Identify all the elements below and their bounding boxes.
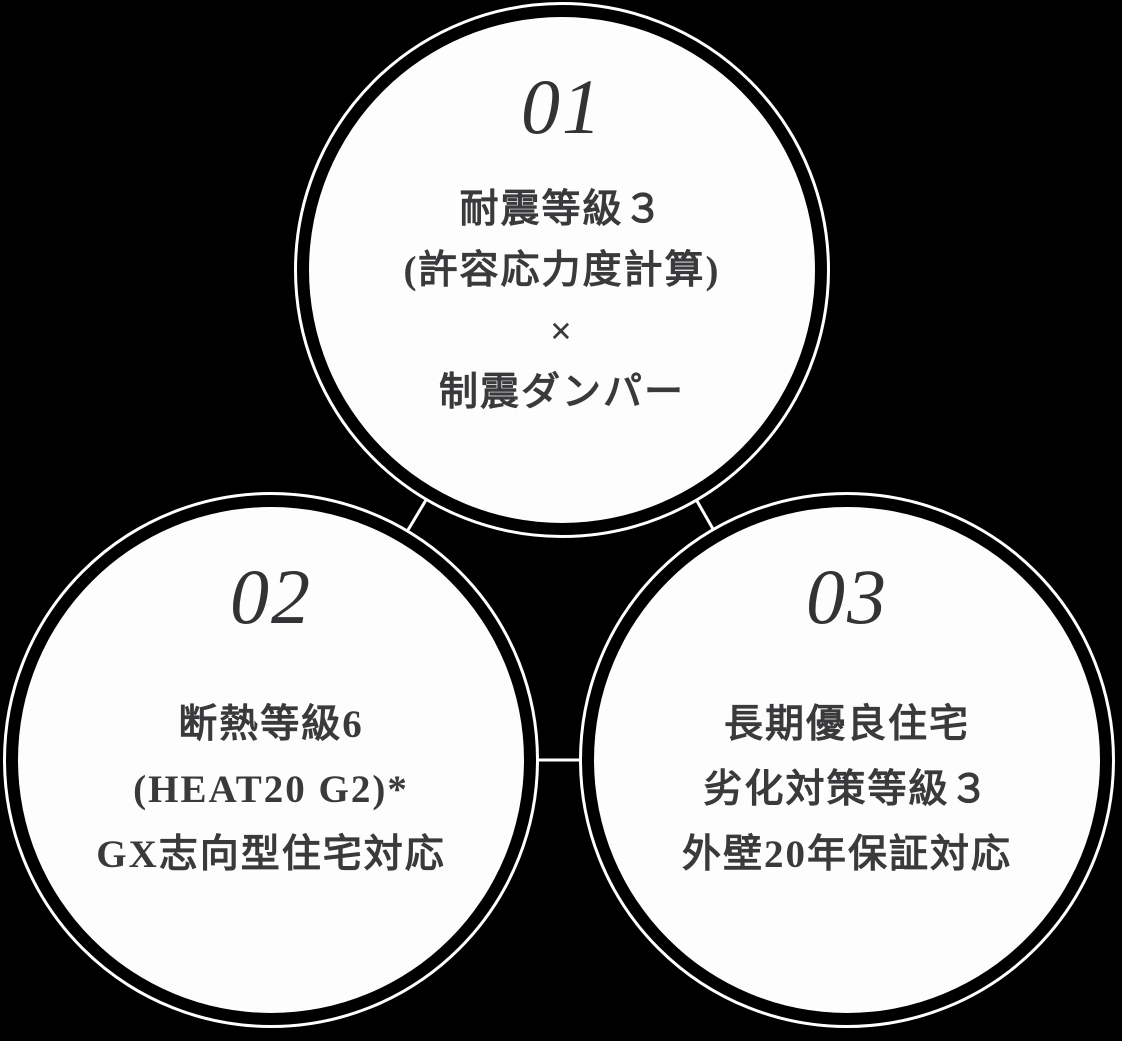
multiply-symbol: × xyxy=(549,310,575,353)
feature-02-line-1: 断熱等級6 xyxy=(178,703,364,746)
feature-03-line-3: 外壁20年保証対応 xyxy=(681,833,1012,876)
feature-01-line-4: 制震ダンパー xyxy=(438,371,685,414)
feature-03-text: 長期優良住宅 劣化対策等級３ 外壁20年保証対応 xyxy=(594,692,1100,887)
feature-01-number: 01 xyxy=(521,63,603,150)
connector-01-02-line xyxy=(406,499,428,531)
feature-01-line-2: (許容応力度計算) xyxy=(403,249,721,292)
feature-01-text: 耐震等級３ (許容応力度計算) × 制震ダンパー xyxy=(309,179,815,423)
feature-02-number: 02 xyxy=(230,553,312,640)
connector-01-03-line xyxy=(695,500,715,530)
feature-circle-03: 03 長期優良住宅 劣化対策等級３ 外壁20年保証対応 xyxy=(579,492,1115,1028)
feature-02-text: 断熱等級6 (HEAT20 G2)* GX志向型住宅対応 xyxy=(18,692,524,887)
feature-03-line-2: 劣化対策等級３ xyxy=(703,768,991,811)
feature-02-line-3: GX志向型住宅対応 xyxy=(96,833,446,876)
feature-circle-02: 02 断熱等級6 (HEAT20 G2)* GX志向型住宅対応 xyxy=(3,492,539,1028)
feature-03-line-1: 長期優良住宅 xyxy=(723,703,970,746)
feature-circle-01: 01 耐震等級３ (許容応力度計算) × 制震ダンパー xyxy=(294,2,830,538)
feature-01-line-1: 耐震等級３ xyxy=(459,188,665,231)
feature-03-number: 03 xyxy=(806,553,888,640)
feature-02-line-2: (HEAT20 G2)* xyxy=(133,768,409,811)
